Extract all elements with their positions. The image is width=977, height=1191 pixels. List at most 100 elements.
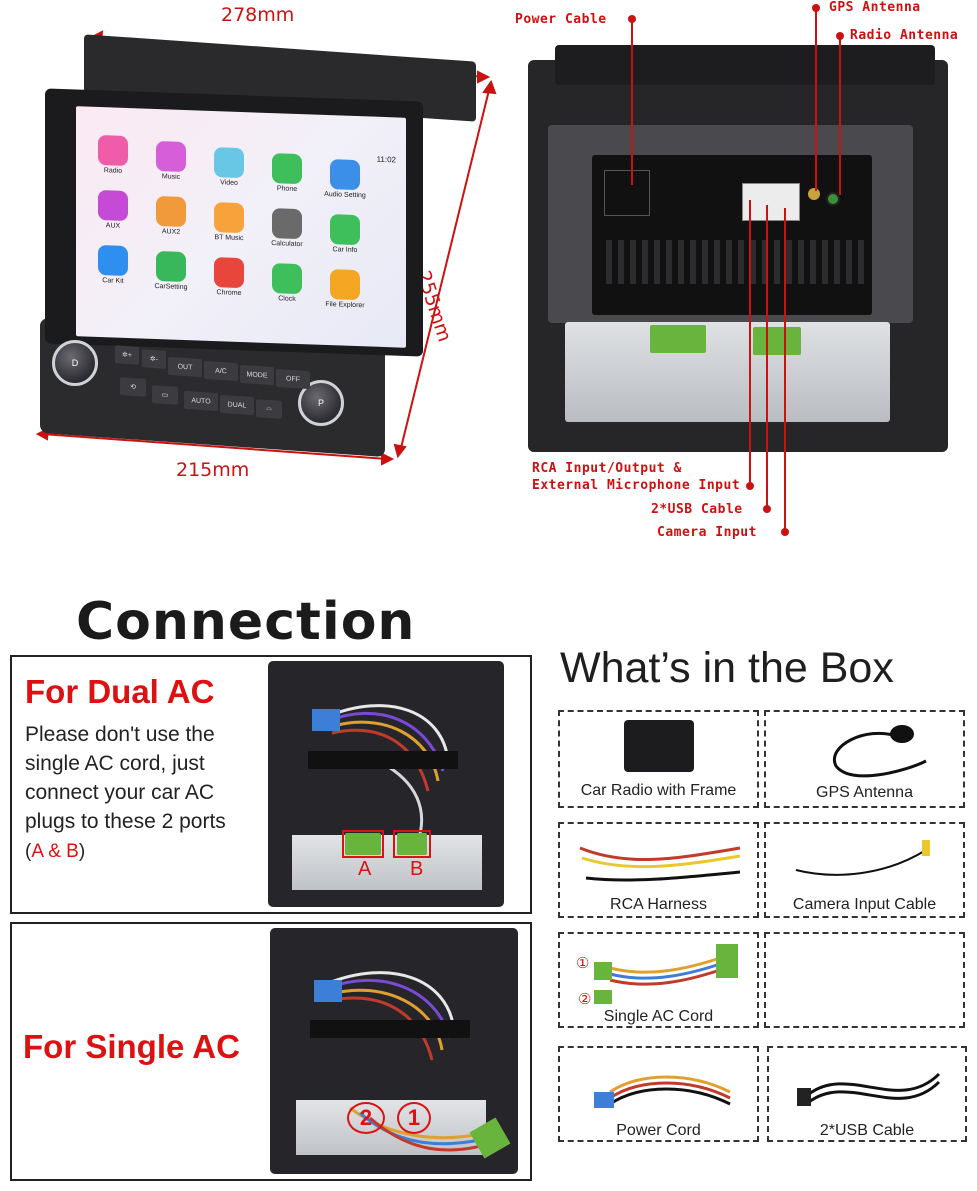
app-bt-music[interactable]: BT Music xyxy=(200,202,258,243)
rca-usb-camera-ports xyxy=(742,183,800,221)
box-item-camera-input-cable: Camera Input Cable xyxy=(764,822,965,918)
callout-rca-line1: RCA Input/Output & xyxy=(532,461,682,476)
phone-icon xyxy=(272,153,302,185)
port-2-marker: 2 xyxy=(347,1102,385,1134)
app-aux2[interactable]: AUX2 xyxy=(142,196,200,237)
ac-button-dual: DUAL xyxy=(220,394,254,416)
app-label: Video xyxy=(220,179,238,187)
single-ac-cord-thumbnail xyxy=(594,944,738,1004)
port-a-label: A xyxy=(358,858,372,880)
ac-button-auto: AUTO xyxy=(184,390,218,412)
status-time: 11:02 xyxy=(376,154,396,165)
ac-plug-b xyxy=(397,833,427,855)
app-phone[interactable]: Phone xyxy=(258,153,316,194)
fan-down-icon: ✲- xyxy=(142,349,166,369)
port-b-label: B xyxy=(410,858,424,880)
camera-cable-thumbnail xyxy=(795,840,930,876)
box-item-label: 2*USB Cable xyxy=(819,1122,915,1139)
ac-button-mode: MODE xyxy=(240,364,274,386)
app-audio-setting[interactable]: Audio Setting xyxy=(316,159,374,200)
callout-camera-input: Camera Input xyxy=(657,525,757,540)
ac-button-off: OFF xyxy=(276,368,310,390)
callout-dot xyxy=(763,505,771,513)
car-setting-icon xyxy=(156,251,186,283)
app-video[interactable]: Video xyxy=(200,147,258,188)
app-label: Phone xyxy=(276,185,298,193)
app-label: CarSetting xyxy=(154,282,188,292)
app-label: Radio xyxy=(103,167,123,175)
front-defrost-icon: ⌓ xyxy=(256,399,282,419)
ac-button-out: OUT xyxy=(168,356,202,378)
box-item-label: Power Cord xyxy=(616,1122,701,1139)
callout-line xyxy=(749,200,751,485)
callout-dot xyxy=(812,4,820,12)
dual-ac-wiring xyxy=(308,704,458,842)
marker-2: ② xyxy=(578,991,592,1008)
radio-antenna-port xyxy=(826,192,840,206)
app-music[interactable]: Music xyxy=(142,141,200,182)
rear-ac-bracket xyxy=(565,322,890,422)
app-aux[interactable]: AUX xyxy=(84,190,142,231)
volume-knob: D xyxy=(52,340,98,386)
rear-top-bracket xyxy=(555,45,935,85)
power-cord-thumbnail xyxy=(594,1075,731,1108)
box-item-car-radio: Car Radio with Frame xyxy=(558,710,759,808)
box-item-usb-cable: 2*USB Cable xyxy=(767,1046,967,1142)
callout-line xyxy=(839,37,841,195)
gps-antenna-thumbnail xyxy=(832,725,927,778)
fan-up-icon: ✲+ xyxy=(115,345,139,365)
port-a-highlight xyxy=(342,830,384,858)
callout-dot xyxy=(781,528,789,536)
app-label: AUX2 xyxy=(161,228,181,236)
callout-line xyxy=(766,205,768,508)
app-car-kit[interactable]: Car Kit xyxy=(84,245,142,286)
width-bottom-dimension: 215mm xyxy=(176,459,250,481)
car-kit-icon xyxy=(98,245,128,277)
box-item-single-ac-cord: ① ② Single AC Cord xyxy=(558,932,759,1028)
calculator-icon xyxy=(272,208,302,240)
port-1-marker: 1 xyxy=(397,1102,431,1134)
box-item-empty xyxy=(764,932,965,1028)
usb-cable-thumbnail xyxy=(797,1072,941,1106)
box-item-label: RCA Harness xyxy=(610,896,707,913)
callout-rca-line2: External Microphone Input xyxy=(532,478,741,493)
app-calculator[interactable]: Calculator xyxy=(258,208,316,249)
aux-icon xyxy=(98,190,128,222)
app-radio[interactable]: Radio xyxy=(84,135,142,176)
ac-port-a xyxy=(650,325,706,353)
equalizer-icon xyxy=(330,159,360,191)
box-item-gps-antenna: GPS Antenna xyxy=(764,710,965,808)
app-label: File Explorer xyxy=(325,300,365,310)
marker-1: ① xyxy=(576,955,590,972)
port-b-highlight xyxy=(393,830,431,858)
single-ac-wiring xyxy=(310,971,511,1159)
app-file-explorer[interactable]: File Explorer xyxy=(316,269,374,310)
app-car-info[interactable]: Car Info xyxy=(316,214,374,255)
car-info-icon xyxy=(330,214,360,246)
app-carsetting[interactable]: CarSetting xyxy=(142,251,200,292)
app-label: Music xyxy=(161,173,181,181)
ac-button-ac: A/C xyxy=(204,360,238,382)
app-label: Calculator xyxy=(271,240,303,249)
folder-icon xyxy=(330,269,360,301)
callout-usb-cable: 2*USB Cable xyxy=(651,502,743,517)
app-label: Chrome xyxy=(216,289,242,298)
app-chrome[interactable]: Chrome xyxy=(200,257,258,298)
dual-ac-instructions: Please don't use the single AC cord, jus… xyxy=(25,723,226,862)
callout-power-cable: Power Cable xyxy=(515,12,607,27)
callout-line xyxy=(784,208,786,531)
box-item-label: Car Radio with Frame xyxy=(580,782,737,799)
clock-icon xyxy=(272,263,302,295)
whats-in-the-box-title: What’s in the Box xyxy=(560,644,894,692)
callout-gps-antenna: GPS Antenna xyxy=(829,0,921,15)
callout-line xyxy=(815,9,817,191)
aux2-icon xyxy=(156,196,186,228)
app-label: Clock xyxy=(278,295,296,303)
app-clock[interactable]: Clock xyxy=(258,263,316,304)
box-item-rca-harness: RCA Harness xyxy=(558,822,759,918)
chrome-icon xyxy=(214,257,244,289)
box-item-label: Camera Input Cable xyxy=(792,896,937,913)
music-icon xyxy=(156,141,186,173)
box-item-label: Single AC Cord xyxy=(603,1008,714,1025)
